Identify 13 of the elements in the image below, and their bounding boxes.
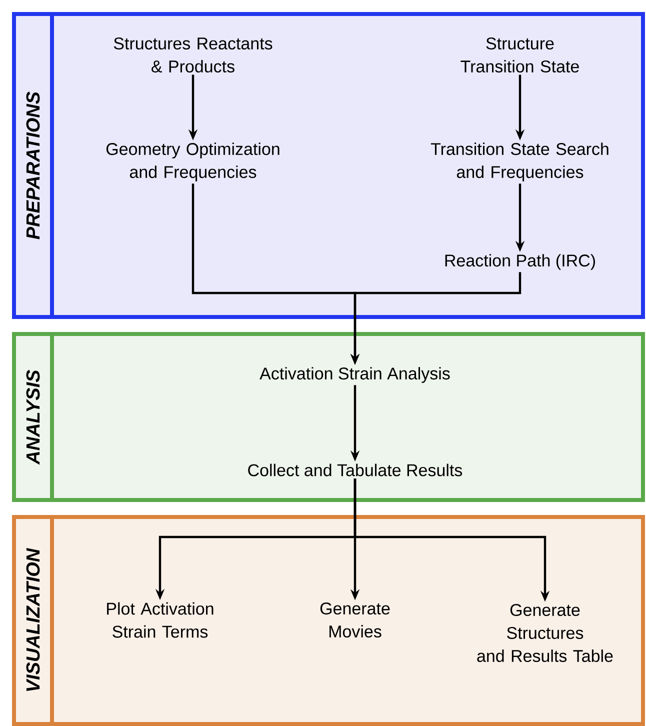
step-label: Generate Structures and Results Table bbox=[477, 604, 613, 662]
section-heading: ANALYSIS bbox=[26, 370, 40, 465]
step-label: Collect and Tabulate Results bbox=[248, 464, 462, 476]
step-label: Structures Reactants & Products bbox=[114, 37, 272, 73]
step-label: Plot Activation Strain Terms bbox=[107, 602, 214, 638]
step-label: Reaction Path (IRC) bbox=[445, 254, 595, 270]
step-label: Generate Movies bbox=[320, 602, 390, 638]
step-label: Structure Transition State bbox=[460, 37, 579, 73]
step-label: Transition State Search and Frequencies bbox=[430, 142, 608, 182]
step-label: Activation Strain Analysis bbox=[260, 367, 450, 383]
section-heading: VISUALIZATION bbox=[26, 548, 40, 692]
step-label: Geometry Optimization and Frequencies bbox=[106, 142, 280, 182]
section-heading: PREPARATIONS bbox=[26, 92, 40, 240]
